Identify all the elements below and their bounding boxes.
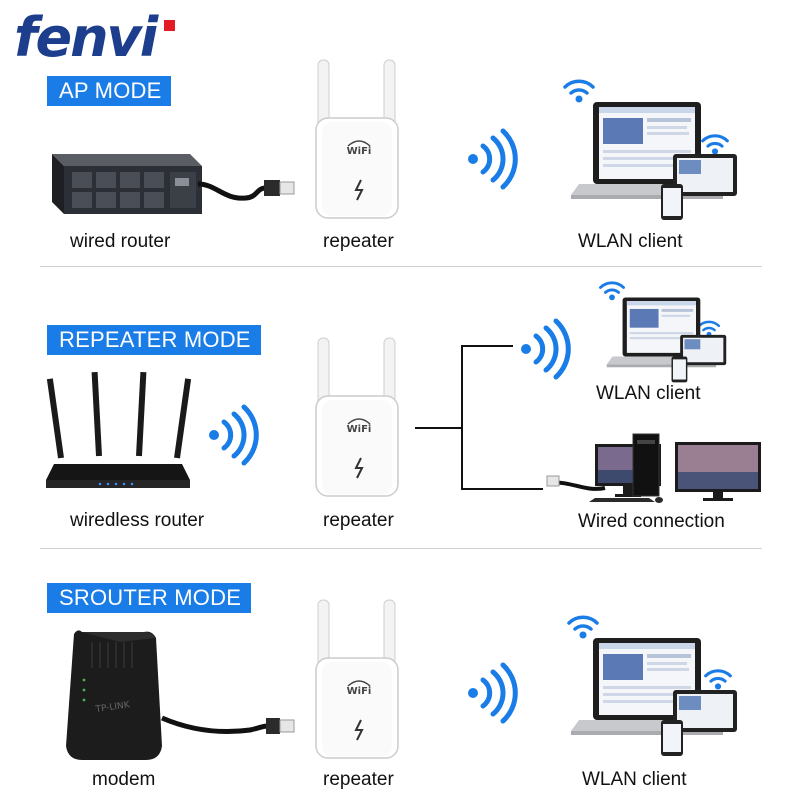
brand-name: fenvi	[14, 6, 158, 69]
repeater-image: WiFi	[315, 337, 399, 497]
caption-repeater: repeater	[323, 231, 394, 252]
signal-arcs-icon	[521, 318, 571, 380]
caption-repeater: repeater	[323, 510, 394, 531]
wlan-client-devices-image	[571, 638, 737, 756]
mode-label-ap: AP MODE	[47, 76, 172, 106]
mode-label-srouter: SROUTER MODE	[47, 583, 252, 613]
caption-wireless-router: wiredless router	[70, 510, 205, 531]
wired-router-image	[52, 154, 202, 214]
logo-accent-dot	[164, 20, 175, 31]
branch-line	[415, 427, 462, 429]
svg-text:WiFi: WiFi	[347, 424, 372, 435]
caption-wired-connection: Wired connection	[578, 511, 725, 532]
wifi-signal-icon	[701, 134, 729, 155]
caption-wlan-client: WLAN client	[582, 769, 687, 790]
caption-wlan-client: WLAN client	[596, 383, 701, 404]
svg-text:WiFi: WiFi	[347, 146, 372, 157]
caption-repeater: repeater	[323, 769, 394, 790]
repeater-image: WiFi	[315, 599, 399, 759]
signal-arcs-icon	[468, 128, 518, 190]
mode-label-repeater: REPEATER MODE	[47, 325, 261, 355]
wlan-client-devices-image	[606, 297, 727, 383]
wifi-signal-icon	[704, 669, 732, 690]
wifi-signal-icon	[599, 281, 625, 301]
ethernet-cable-icon	[161, 715, 295, 734]
branch-line	[461, 345, 513, 347]
signal-arcs-icon	[209, 404, 259, 466]
wlan-client-devices-image	[571, 102, 737, 220]
caption-modem: modem	[92, 769, 156, 790]
branch-line	[461, 345, 463, 489]
wifi-signal-icon	[567, 615, 599, 639]
branch-line	[461, 488, 543, 490]
wired-devices-image	[546, 433, 761, 503]
section-divider	[40, 548, 762, 549]
wifi-signal-icon	[563, 79, 595, 103]
caption-wlan-client: WLAN client	[578, 231, 683, 252]
caption-wired-router: wired router	[70, 231, 171, 252]
brand-logo: fenvi	[14, 2, 214, 74]
wireless-router-image	[46, 372, 192, 488]
ethernet-cable-icon	[197, 180, 295, 201]
svg-text:WiFi: WiFi	[347, 686, 372, 697]
modem-image: TP-LINK	[66, 630, 162, 760]
section-divider	[40, 266, 762, 267]
repeater-image: WiFi	[315, 59, 399, 219]
signal-arcs-icon	[468, 662, 518, 724]
